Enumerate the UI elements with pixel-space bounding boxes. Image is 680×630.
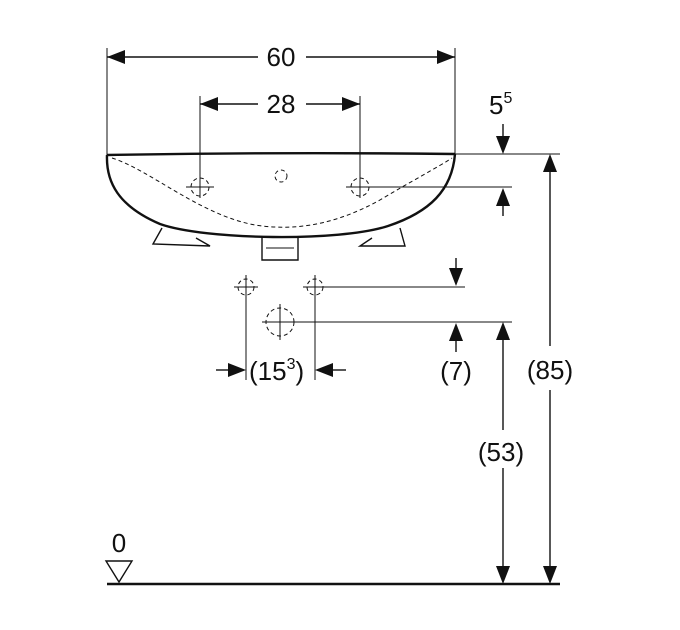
floor-level: 0 <box>104 528 560 586</box>
floor-level-triangle-icon <box>104 560 134 584</box>
left-tap-hole-marker <box>186 176 214 198</box>
rim-height-dimension: (85) <box>527 154 573 584</box>
right-tap-hole-marker <box>346 176 380 198</box>
waste-offset-label: (7) <box>440 356 472 386</box>
waste-offset-dimension: (7) <box>440 258 472 386</box>
floor-level-label: 0 <box>112 528 126 558</box>
left-supply-marker <box>234 275 258 380</box>
rim-offset-label: 55 <box>489 90 512 120</box>
supply-spacing-label: (153) <box>249 356 304 386</box>
rim-height-label: (85) <box>527 355 573 385</box>
supply-spacing-dimension: (153) <box>216 356 346 386</box>
overall-width-dimension: 60 <box>106 42 456 155</box>
waste-connection-marker <box>262 304 298 340</box>
rim-offset-dimension: 55 <box>380 90 560 216</box>
tap-hole-spacing-label: 28 <box>267 89 296 119</box>
waste-height-label: (53) <box>478 437 524 467</box>
overall-width-label: 60 <box>267 42 296 72</box>
right-supply-marker <box>303 275 330 380</box>
waste-height-dimension: (53) <box>478 322 524 584</box>
tap-hole-spacing-dimension: 28 <box>199 89 361 190</box>
basin-body <box>105 152 457 261</box>
overflow-hole <box>274 169 288 183</box>
